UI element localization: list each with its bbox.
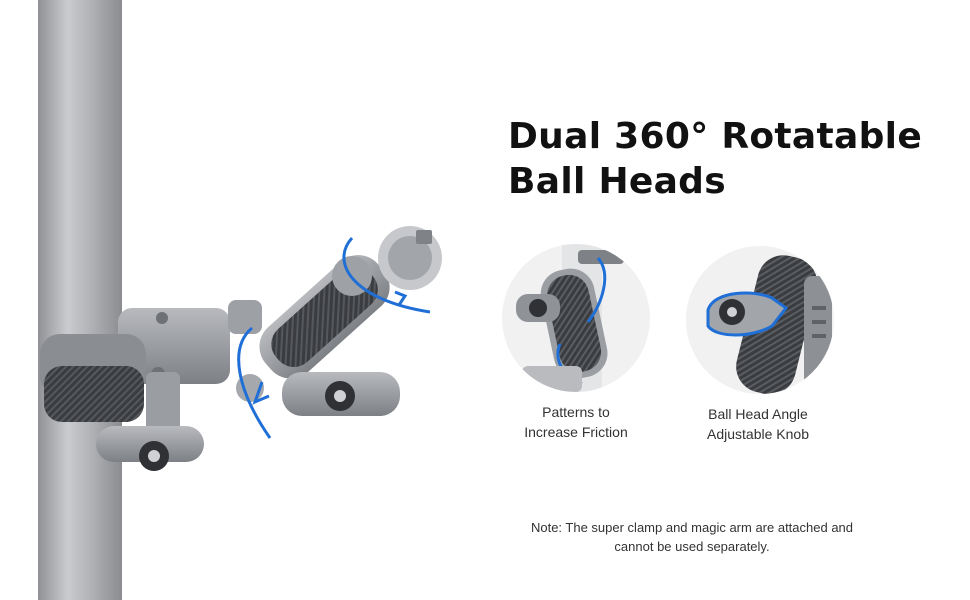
note-line: Note: The super clamp and magic arm are … (530, 520, 854, 535)
magic-arm (228, 226, 442, 416)
pole (38, 0, 122, 600)
super-clamp (40, 308, 230, 471)
headline-line-2: Ball Heads (508, 161, 726, 202)
product-image (38, 0, 442, 600)
headline-line-1: Dual 360° Rotatable (508, 116, 923, 157)
friction-pattern-detail (502, 244, 650, 392)
headline: Dual 360° Rotatable Ball Heads (508, 114, 928, 204)
caption-line: Ball Head Angle (708, 406, 808, 422)
friction-pattern-icon (516, 244, 624, 392)
usage-note: Note: The super clamp and magic arm are … (500, 518, 884, 556)
adjustable-knob-detail (686, 246, 834, 394)
ball-head-knob-icon (706, 255, 832, 394)
friction-pattern-caption: Patterns to Increase Friction (486, 402, 666, 442)
caption-line: Adjustable Knob (707, 426, 809, 442)
adjustable-knob-caption: Ball Head Angle Adjustable Knob (668, 404, 848, 444)
caption-line: Patterns to (542, 404, 610, 420)
note-line: cannot be used separately. (614, 539, 770, 554)
caption-line: Increase Friction (524, 424, 628, 440)
rotation-arrow-icon (237, 236, 431, 439)
